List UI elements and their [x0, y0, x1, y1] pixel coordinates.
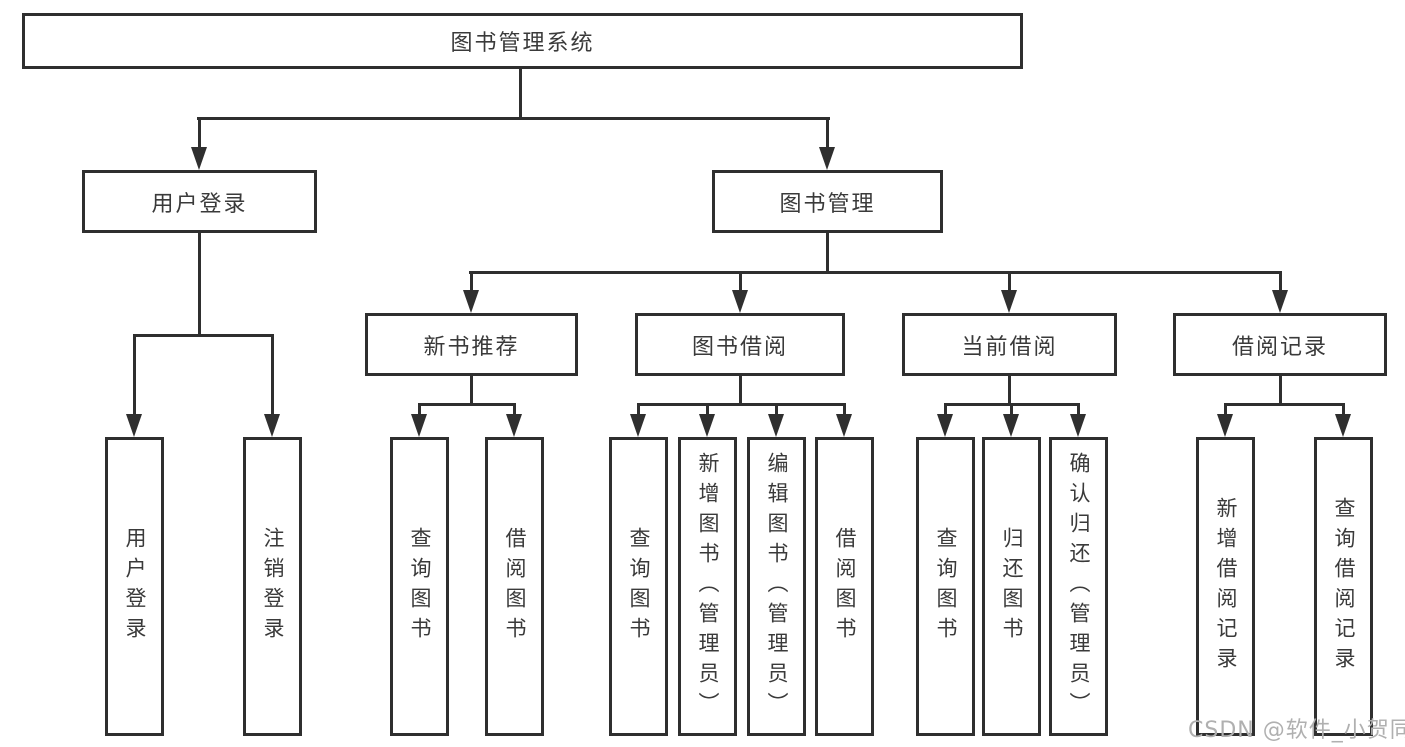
- arrowhead-to-leaf-edit-book: [768, 414, 784, 437]
- connector-login-leaf1-stub: [133, 334, 136, 417]
- leaf-borrow-books-borrowing: 借阅图书: [815, 437, 874, 736]
- leaf-query-books-borrowing: 查询图书: [609, 437, 668, 736]
- arrowhead-to-leaf-confirm-return: [1070, 414, 1086, 437]
- arrowhead-to-current-borrowing: [1001, 290, 1017, 313]
- connector-root-rail: [197, 117, 830, 120]
- node-book-borrowing: 图书借阅: [635, 313, 845, 376]
- arrowhead-to-borrowing-records: [1272, 290, 1288, 313]
- connector-mgmt-stub-2: [739, 271, 742, 293]
- connector-current-stub-1: [944, 403, 947, 417]
- connector-borrowing-stub-4: [843, 403, 846, 417]
- arrowhead-to-book-management: [819, 147, 835, 170]
- leaf-logout: 注销登录: [243, 437, 302, 736]
- leaf-query-books-recommend: 查询图书: [390, 437, 449, 736]
- arrowhead-to-book-borrowing: [732, 290, 748, 313]
- connector-borrowing-stub-1: [637, 403, 640, 417]
- leaf-borrow-books-recommend: 借阅图书: [485, 437, 544, 736]
- leaf-query-books-current: 查询图书: [916, 437, 975, 736]
- connector-mgmt-stub-4: [1279, 271, 1282, 293]
- leaf-user-login: 用户登录: [105, 437, 164, 736]
- connector-records-stub-2: [1342, 403, 1345, 417]
- leaf-return-book: 归还图书: [982, 437, 1041, 736]
- arrowhead-to-leaf-add-book: [699, 414, 715, 437]
- arrowhead-to-leaf-return-book: [1003, 414, 1019, 437]
- connector-borrowing-rail: [637, 403, 846, 406]
- arrowhead-to-leaf-logout: [264, 414, 280, 437]
- leaf-add-borrow-record: 新增借阅记录: [1196, 437, 1255, 736]
- connector-mgmt-stem: [826, 233, 829, 274]
- node-current-borrowing: 当前借阅: [902, 313, 1117, 376]
- connector-recommend-rail: [418, 403, 516, 406]
- connector-records-rail: [1224, 403, 1345, 406]
- arrowhead-to-leaf-user-login: [126, 414, 142, 437]
- leaf-query-borrow-record: 查询借阅记录: [1314, 437, 1373, 736]
- node-borrowing-records: 借阅记录: [1173, 313, 1387, 376]
- connector-current-stub-2: [1010, 403, 1013, 417]
- arrowhead-to-leaf-query-books-recommend: [411, 414, 427, 437]
- arrowhead-to-leaf-query-books-current: [937, 414, 953, 437]
- leaf-edit-book-admin: 编辑图书（管理员）: [747, 437, 806, 736]
- leaf-add-book-admin: 新增图书（管理员）: [678, 437, 737, 736]
- connector-recommend-stub-2: [513, 403, 516, 417]
- leaf-confirm-return-admin: 确认归还（管理员）: [1049, 437, 1108, 736]
- connector-borrowing-stem: [739, 376, 742, 406]
- node-user-login: 用户登录: [82, 170, 317, 233]
- connector-current-stub-3: [1077, 403, 1080, 417]
- connector-root-to-login-stub: [198, 117, 201, 150]
- connector-recommend-stub-1: [418, 403, 421, 417]
- connector-mgmt-stub-1: [470, 271, 473, 293]
- arrowhead-to-leaf-query-books-borrowing: [630, 414, 646, 437]
- connector-records-stem: [1279, 376, 1282, 406]
- arrowhead-to-leaf-add-borrow-record: [1217, 414, 1233, 437]
- csdn-watermark: CSDN @软件_小贺同学: [1188, 718, 1405, 743]
- arrowhead-to-leaf-borrow-books-recommend: [506, 414, 522, 437]
- arrowhead-to-user-login: [191, 147, 207, 170]
- arrowhead-to-leaf-borrow-books-borrowing: [836, 414, 852, 437]
- connector-login-stem: [198, 233, 201, 336]
- connector-recommend-stem: [470, 376, 473, 406]
- connector-borrowing-stub-2: [706, 403, 709, 417]
- connector-borrowing-stub-3: [775, 403, 778, 417]
- connector-root-stem: [519, 69, 522, 119]
- node-new-book-recommend: 新书推荐: [365, 313, 578, 376]
- connector-mgmt-stub-3: [1008, 271, 1011, 293]
- node-root-system: 图书管理系统: [22, 13, 1023, 69]
- connector-root-to-mgmt-stub: [826, 117, 829, 150]
- connector-mgmt-rail: [469, 271, 1281, 274]
- connector-login-leaf2-stub: [271, 334, 274, 417]
- connector-records-stub-1: [1224, 403, 1227, 417]
- connector-current-stem: [1008, 376, 1011, 406]
- node-book-management: 图书管理: [712, 170, 943, 233]
- connector-login-rail: [133, 334, 274, 337]
- arrowhead-to-new-book-recommend: [463, 290, 479, 313]
- arrowhead-to-leaf-query-borrow-record: [1335, 414, 1351, 437]
